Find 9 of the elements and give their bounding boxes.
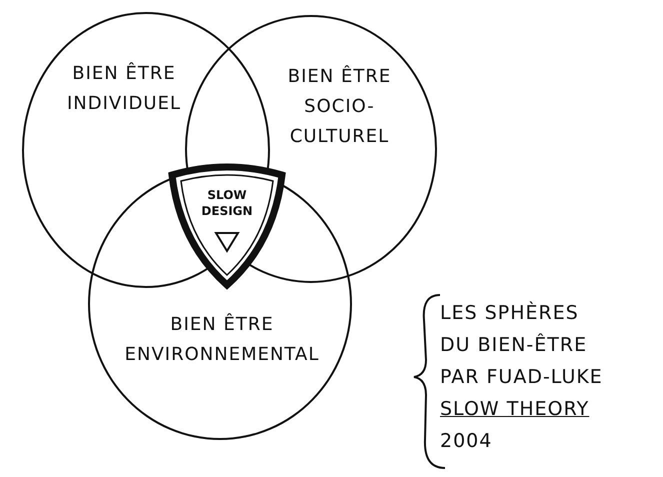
circle-label: BIEN ÊTRE ENVIRONNEMENTAL	[124, 312, 320, 367]
shield-label: SLOW DESIGN	[200, 187, 254, 219]
note-text: PAR FUAD-LUKE	[440, 366, 603, 388]
note-text: LES SPHÈRES	[440, 302, 579, 324]
circle-label: BIEN ÊTRE SOCIO-CULTUREL	[286, 64, 392, 149]
underlined-note-text: SLOW THEORY	[440, 398, 590, 420]
note-text: 2004	[440, 430, 492, 452]
circle-label: BIEN ÊTRE INDIVIDUEL	[66, 61, 182, 116]
note-text: DU BIEN-ÊTRE	[440, 334, 588, 356]
